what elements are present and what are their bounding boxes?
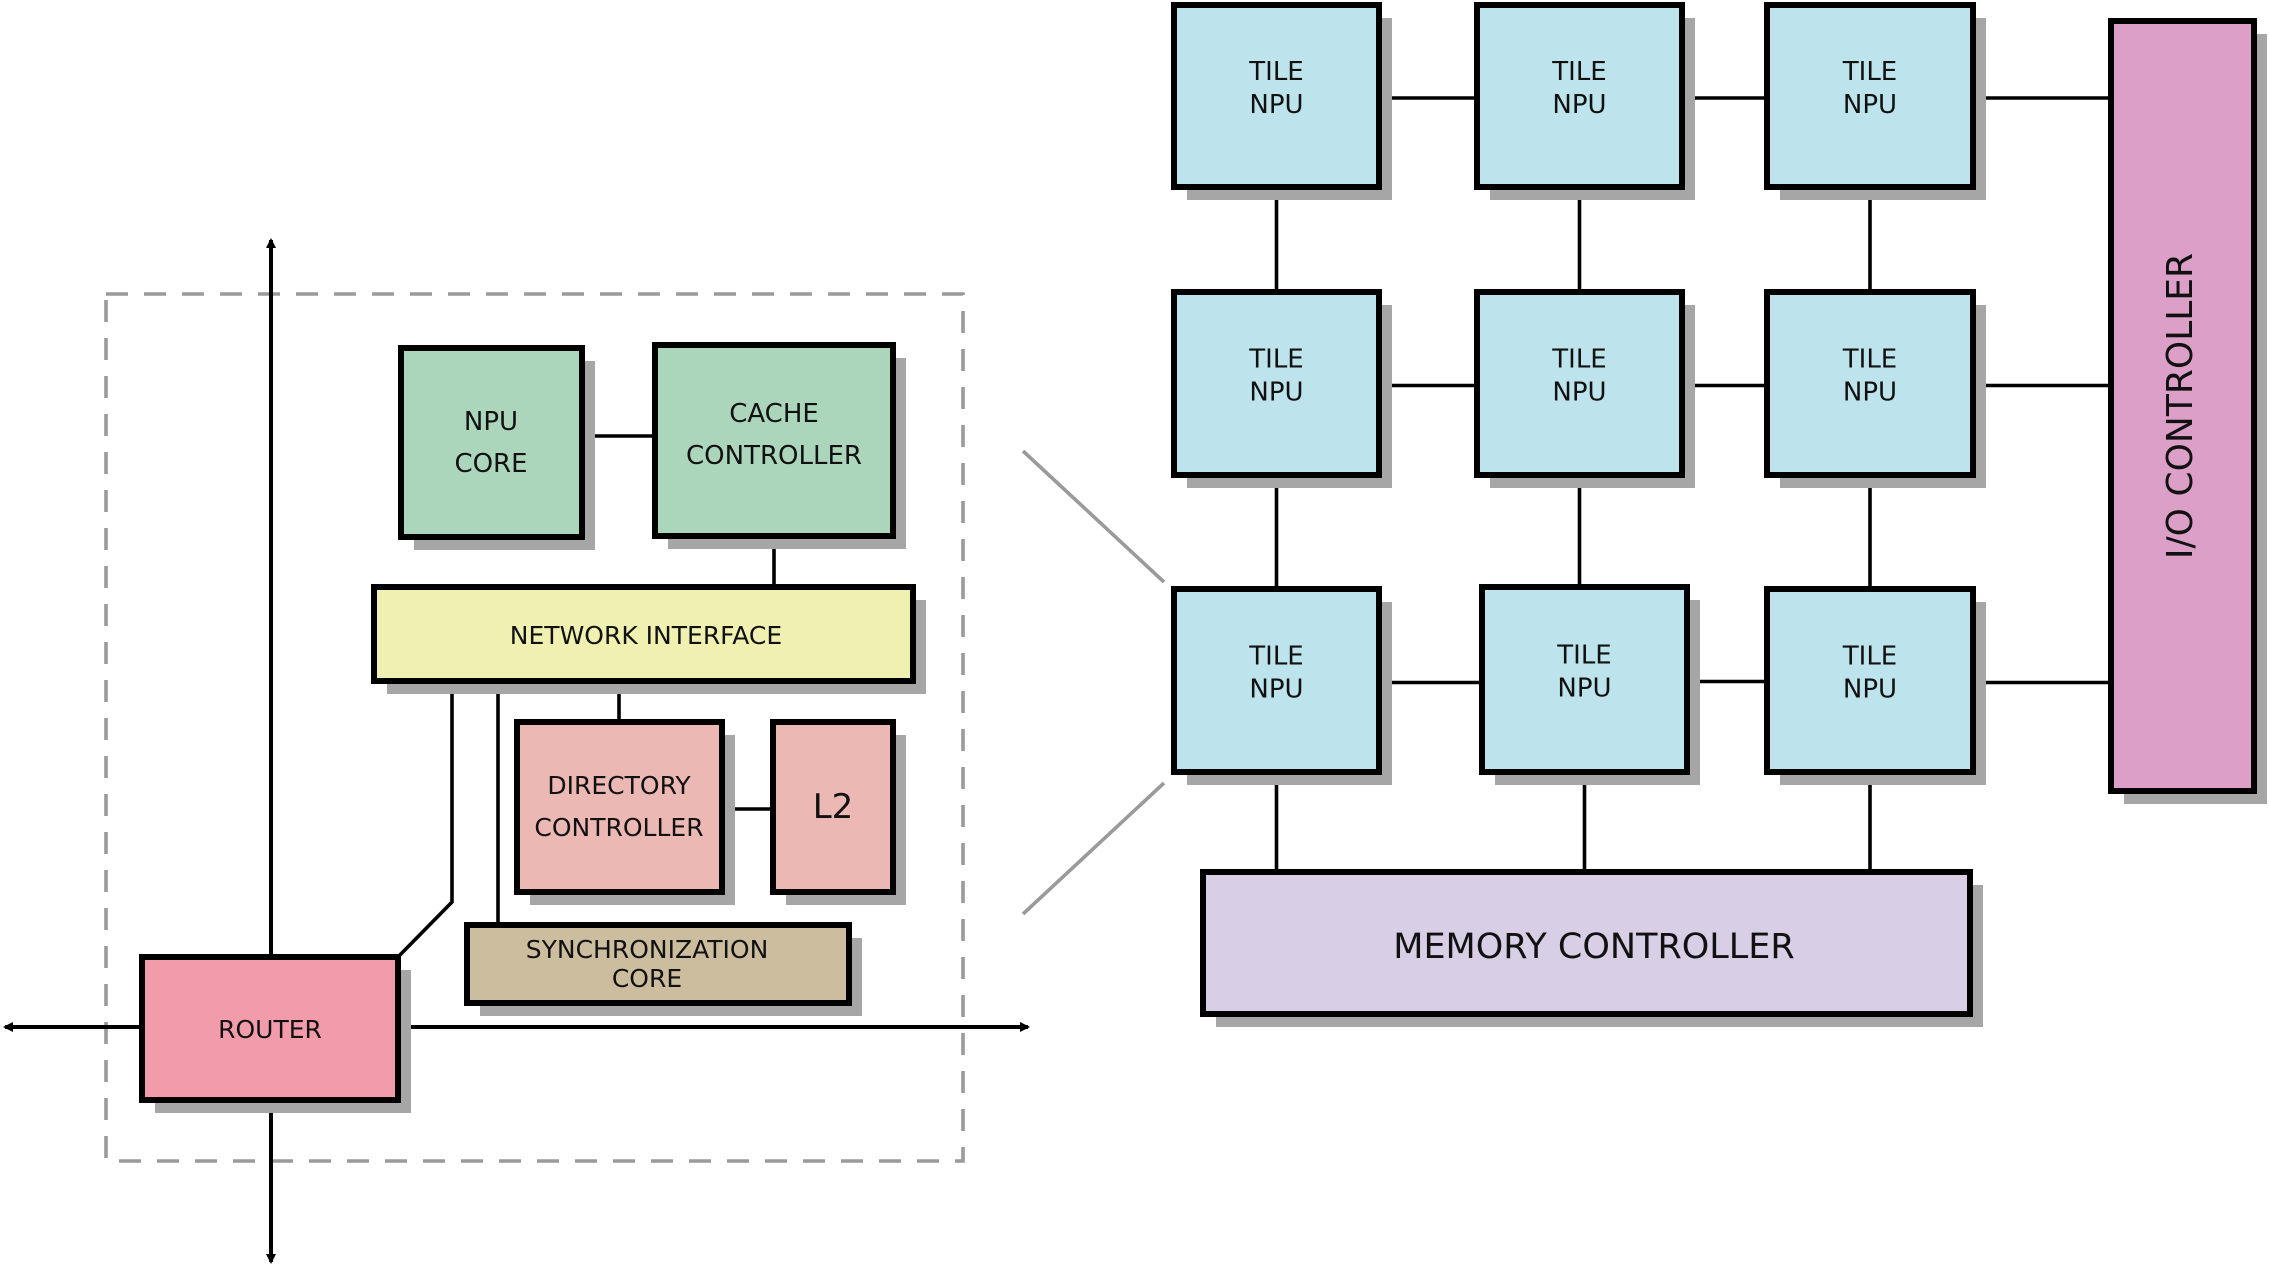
tile-body — [1764, 586, 1976, 775]
mesh-link-arrows — [3, 238, 1030, 1264]
l2-label: L2 — [813, 787, 854, 827]
tile-label-line1: TILE — [1551, 345, 1606, 375]
tile-label-line1: TILE — [1842, 345, 1897, 375]
l2-cache-block: L2 — [770, 719, 906, 905]
tile-label-line2: NPU — [1557, 674, 1611, 704]
cache-controller-block: CACHE CONTROLLER — [652, 342, 906, 549]
tile-body — [1479, 584, 1690, 775]
tile-body — [1764, 2, 1976, 190]
tile-label-line2: NPU — [1843, 378, 1897, 408]
npu-core-label-line2: CORE — [454, 449, 527, 479]
tile-label-line1: TILE — [1842, 57, 1897, 87]
tile-label-line2: NPU — [1552, 90, 1606, 120]
directory-controller-label-line1: DIRECTORY — [547, 771, 691, 800]
tile-body — [1171, 2, 1382, 190]
tile-body — [1171, 586, 1382, 775]
tile-label-line2: NPU — [1249, 90, 1303, 120]
tile-label-line2: NPU — [1843, 675, 1897, 705]
io-controller-label: I/O CONTROLLER — [2160, 253, 2201, 559]
mesh-wires — [1274, 96, 2111, 872]
tile-label-line1: TILE — [1248, 345, 1303, 375]
tile-internal-wires — [396, 434, 776, 959]
tile-label-line2: NPU — [1552, 378, 1606, 408]
tile-body — [1171, 289, 1382, 478]
memory-controller-block: MEMORY CONTROLLER — [1200, 869, 1983, 1027]
tile-label-line1: TILE — [1551, 57, 1606, 87]
sync-core-label-line2: CORE — [612, 964, 682, 993]
tile-body — [1474, 289, 1685, 478]
directory-controller-label-line2: CONTROLLER — [534, 813, 703, 842]
directory-controller-block: DIRECTORY CONTROLLER — [514, 719, 735, 905]
tile-label-line2: NPU — [1249, 378, 1303, 408]
memory-controller-label: MEMORY CONTROLLER — [1393, 927, 1795, 967]
npu-core-block: NPU CORE — [398, 345, 595, 550]
cache-controller-label-line2: CONTROLLER — [686, 441, 862, 471]
router-label: ROUTER — [218, 1015, 322, 1044]
tile-label-line1: TILE — [1248, 642, 1303, 672]
mesh-tiles: TILENPUTILENPUTILENPUTILENPUTILENPUTILEN… — [1171, 2, 1986, 785]
tile-label-line1: TILE — [1842, 642, 1897, 672]
network-interface-block: NETWORK INTERFACE — [371, 584, 926, 694]
zoom-line-bottom — [1021, 781, 1166, 916]
sync-core-label-line1: SYNCHRONIZATION — [526, 935, 769, 964]
zoom-line-top — [1021, 449, 1166, 584]
synchronization-core-block: SYNCHRONIZATION CORE — [464, 922, 862, 1016]
tile-label-line2: NPU — [1249, 675, 1303, 705]
io-controller-block: I/O CONTROLLER — [2108, 18, 2267, 804]
tile-body — [1474, 2, 1685, 190]
tile-label-line2: NPU — [1843, 90, 1897, 120]
tile-label-line1: TILE — [1248, 57, 1303, 87]
npu-core-label-line1: NPU — [464, 407, 518, 437]
cache-controller-label-line1: CACHE — [729, 399, 819, 429]
network-interface-label: NETWORK INTERFACE — [510, 621, 782, 650]
tile-label-line1: TILE — [1556, 641, 1611, 671]
tile-body — [1764, 289, 1976, 478]
tile-boundary-frame — [104, 292, 965, 1163]
router-block: ROUTER — [139, 954, 411, 1113]
